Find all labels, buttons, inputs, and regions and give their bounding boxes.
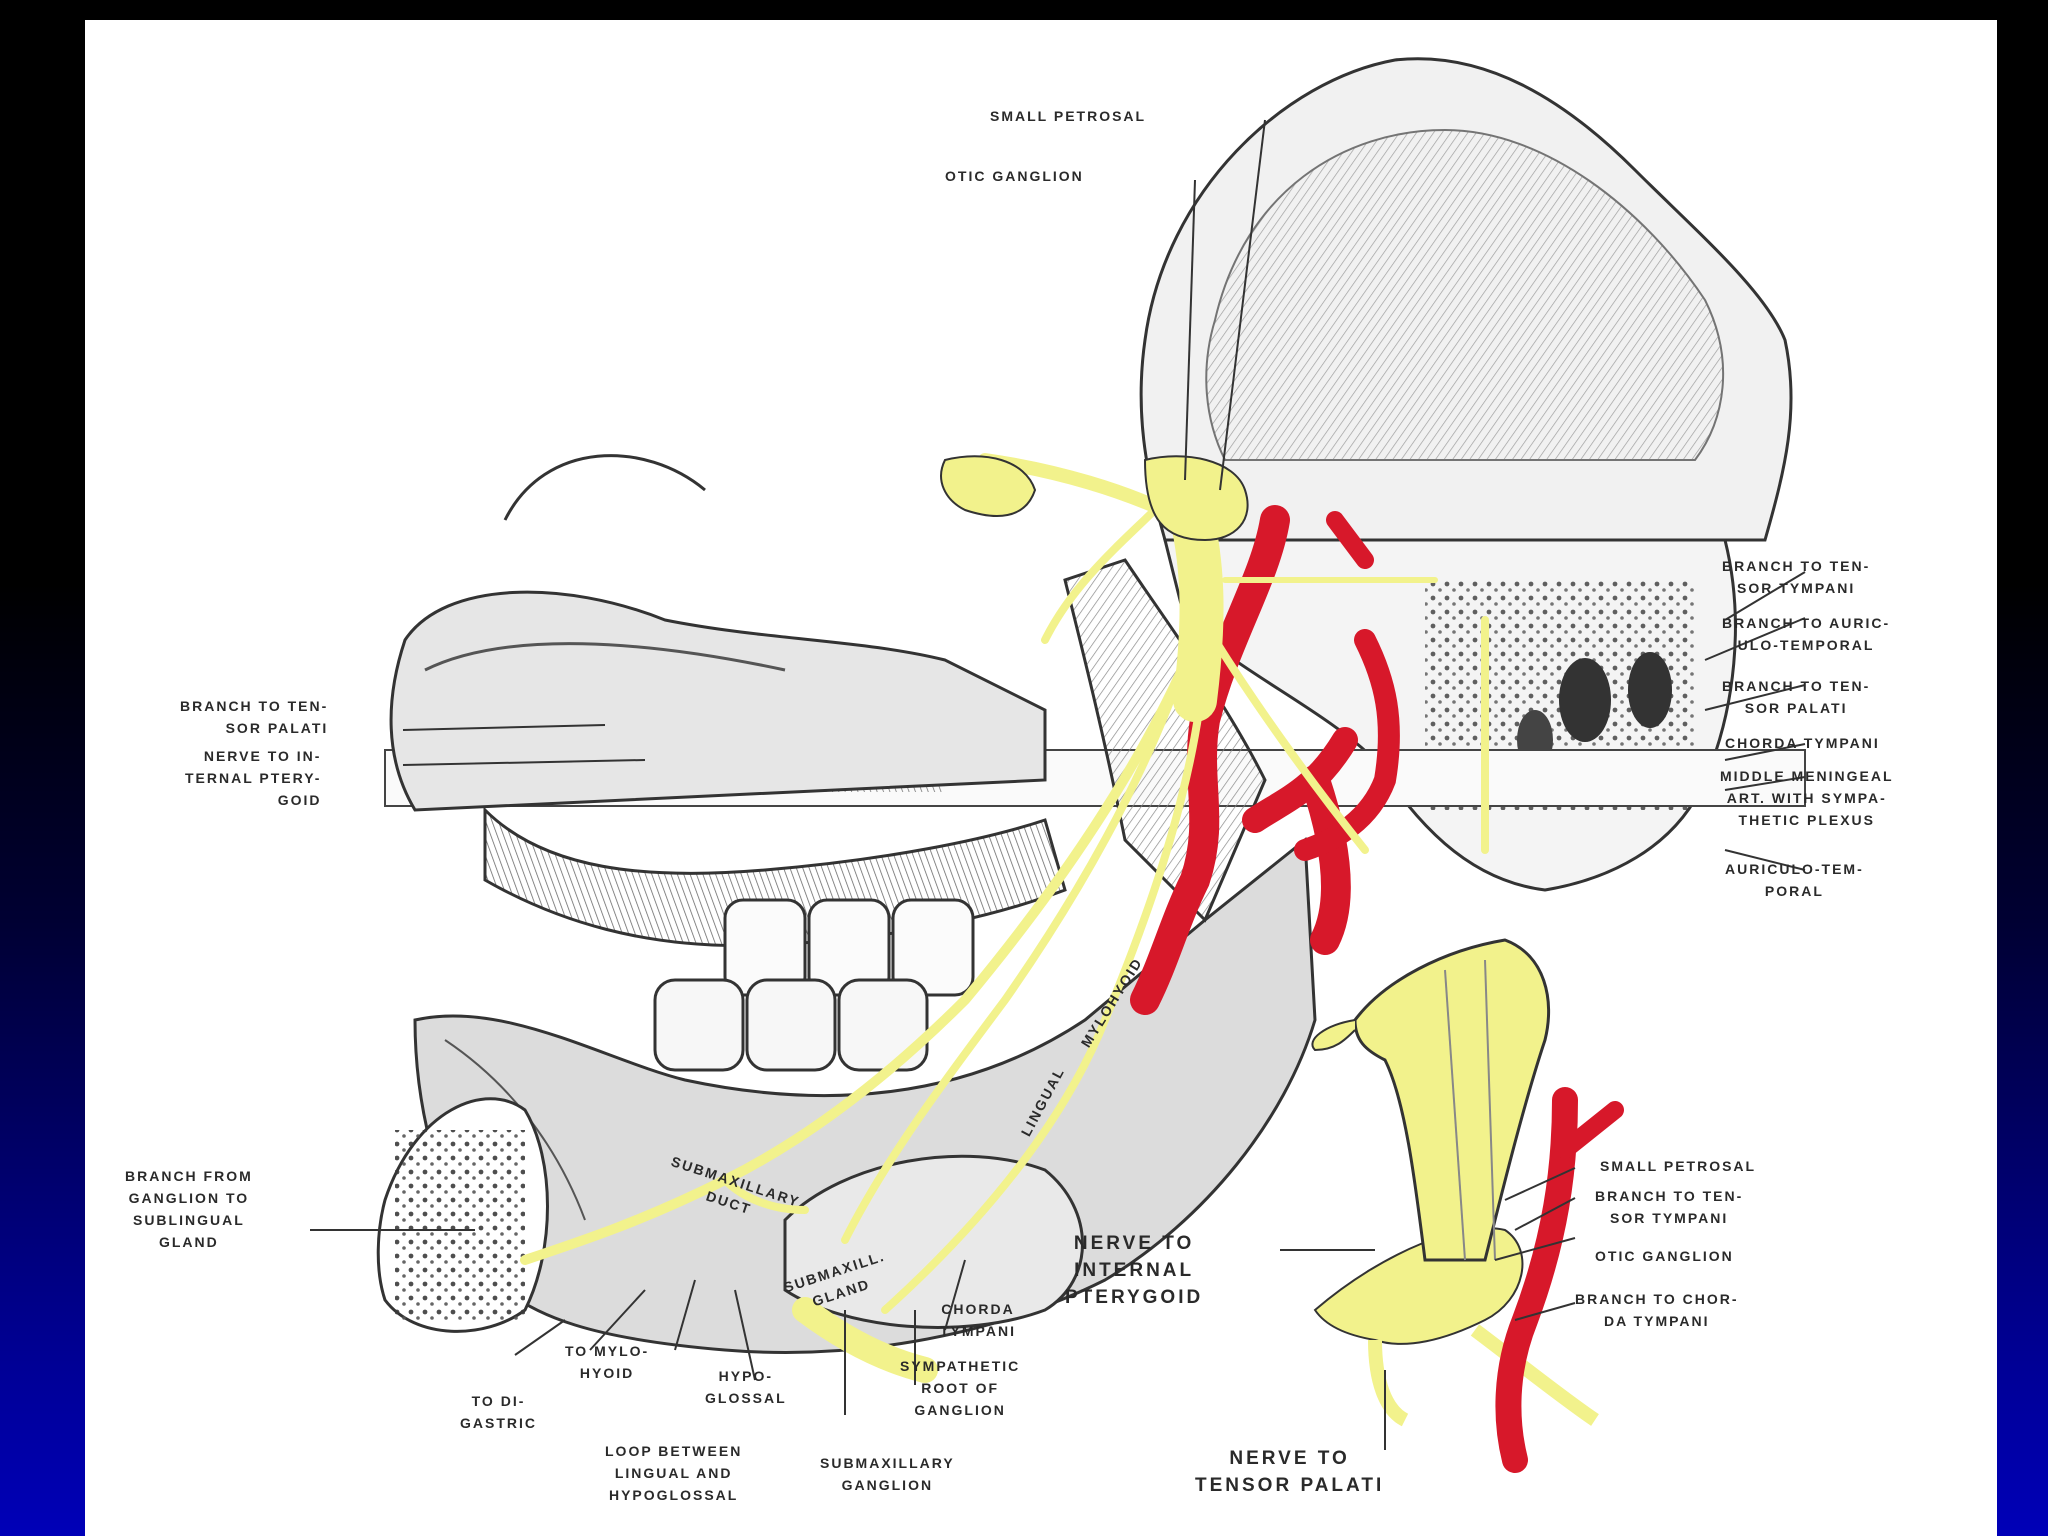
illustration-panel: SMALL PETROSAL OTIC GANGLION BRANCH TO T… [85, 20, 1997, 1536]
label-small-petrosal: SMALL PETROSAL [990, 108, 1147, 124]
label-middle-meningeal: MIDDLE MENINGEAL ART. WITH SYMPA- THETIC… [1720, 768, 1894, 828]
label-to-digastric: TO DI- GASTRIC [460, 1393, 537, 1431]
label-sympathetic-root: SYMPATHETIC ROOT OF GANGLION [900, 1358, 1021, 1418]
label-nerve-internal-pterygoid-left: NERVE TO IN- TERNAL PTERY- GOID [185, 748, 322, 808]
label-submaxillary-ganglion: SUBMAXILLARY GANGLION [820, 1455, 955, 1493]
label-branch-tensor-tympani-right: BRANCH TO TEN- SOR TYMPANI [1722, 558, 1871, 596]
submaxillary-gland [783, 1154, 1084, 1329]
label-to-mylohyoid: TO MYLO- HYOID [565, 1343, 650, 1381]
otic-ganglion-inset [1311, 938, 1624, 1473]
maxilla-and-lips [389, 454, 1067, 948]
label-branch-chorda-inset: BRANCH TO CHOR- DA TYMPANI [1575, 1291, 1739, 1329]
label-chorda-tympani-lower: CHORDA TYMPANI [940, 1301, 1016, 1339]
label-branch-tensor-palati-right: BRANCH TO TEN- SOR PALATI [1722, 678, 1871, 716]
label-loop-lingual-hypoglossal: LOOP BETWEEN LINGUAL AND HYPOGLOSSAL [605, 1443, 743, 1503]
sublingual-gland [376, 1097, 549, 1333]
label-otic-ganglion-inset: OTIC GANGLION [1595, 1248, 1734, 1264]
label-branch-tensor-palati-left: BRANCH TO TEN- SOR PALATI [180, 698, 329, 736]
label-nerve-tensor-palati-inset: NERVE TO TENSOR PALATI [1195, 1448, 1385, 1496]
label-hypoglossal: HYPO- GLOSSAL [705, 1368, 787, 1406]
label-branch-ganglion-sublingual: BRANCH FROM GANGLION TO SUBLINGUAL GLAND [125, 1168, 253, 1250]
label-chorda-tympani-right: CHORDA TYMPANI [1725, 735, 1880, 751]
label-nerve-internal-pterygoid-inset: NERVE TO INTERNAL PTERYGOID [1065, 1233, 1204, 1308]
label-branch-tensor-tympani-inset: BRANCH TO TEN- SOR TYMPANI [1595, 1188, 1744, 1226]
teeth [653, 898, 975, 1072]
anatomical-illustration [310, 57, 1806, 1473]
mandibular-nerve [520, 453, 1489, 1383]
label-small-petrosal-inset: SMALL PETROSAL [1600, 1158, 1757, 1174]
leader-lines [310, 119, 1806, 1450]
otic-ganglion-node [940, 455, 1249, 542]
label-auriculotemporal: AURICULO-TEM- PORAL [1725, 861, 1864, 899]
label-branch-auriculotemporal-right: BRANCH TO AURIC- ULO-TEMPORAL [1722, 615, 1891, 653]
label-otic-ganglion: OTIC GANGLION [945, 168, 1084, 184]
middle-meningeal-artery [1130, 505, 1400, 1015]
